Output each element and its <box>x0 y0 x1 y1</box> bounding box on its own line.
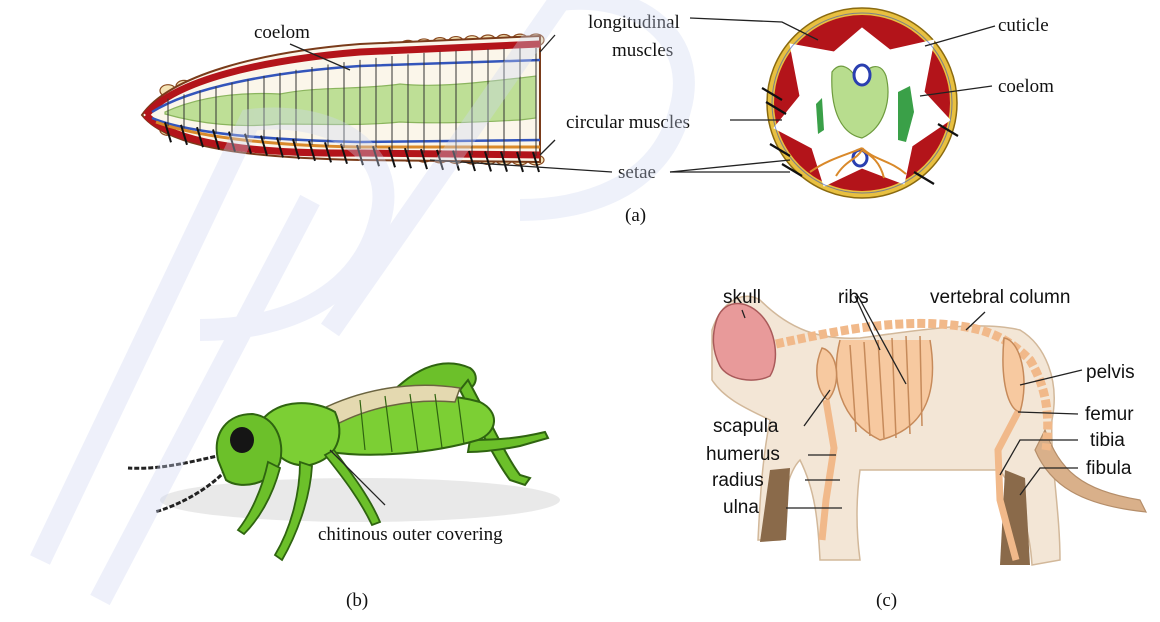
label-skull: skull <box>723 287 761 308</box>
caption-c: (c) <box>876 590 897 611</box>
caption-a: (a) <box>625 205 646 226</box>
label-ribs: ribs <box>838 287 869 308</box>
label-cuticle: cuticle <box>998 15 1049 36</box>
label-fibula: fibula <box>1086 458 1132 479</box>
label-coelom-right: coelom <box>998 76 1054 97</box>
dorsal-vessel <box>854 65 870 85</box>
panel-b-labels: chitinous outer covering (b) <box>318 524 503 611</box>
caption-b: (b) <box>346 590 368 611</box>
watermark-letter-3 <box>100 200 310 600</box>
label-tibia: tibia <box>1090 430 1125 451</box>
label-chitinous-outer-covering: chitinous outer covering <box>318 524 503 545</box>
label-humerus: humerus <box>706 444 780 465</box>
label-coelom-left: coelom <box>254 22 310 43</box>
label-scapula: scapula <box>713 416 779 437</box>
label-ulna: ulna <box>723 497 759 518</box>
label-vertebral-column: vertebral column <box>930 287 1070 308</box>
label-pelvis: pelvis <box>1086 362 1135 383</box>
label-femur: femur <box>1085 404 1134 425</box>
grasshopper-eye <box>230 427 254 453</box>
earthworm-cross-section <box>762 8 958 198</box>
label-radius: radius <box>712 470 764 491</box>
